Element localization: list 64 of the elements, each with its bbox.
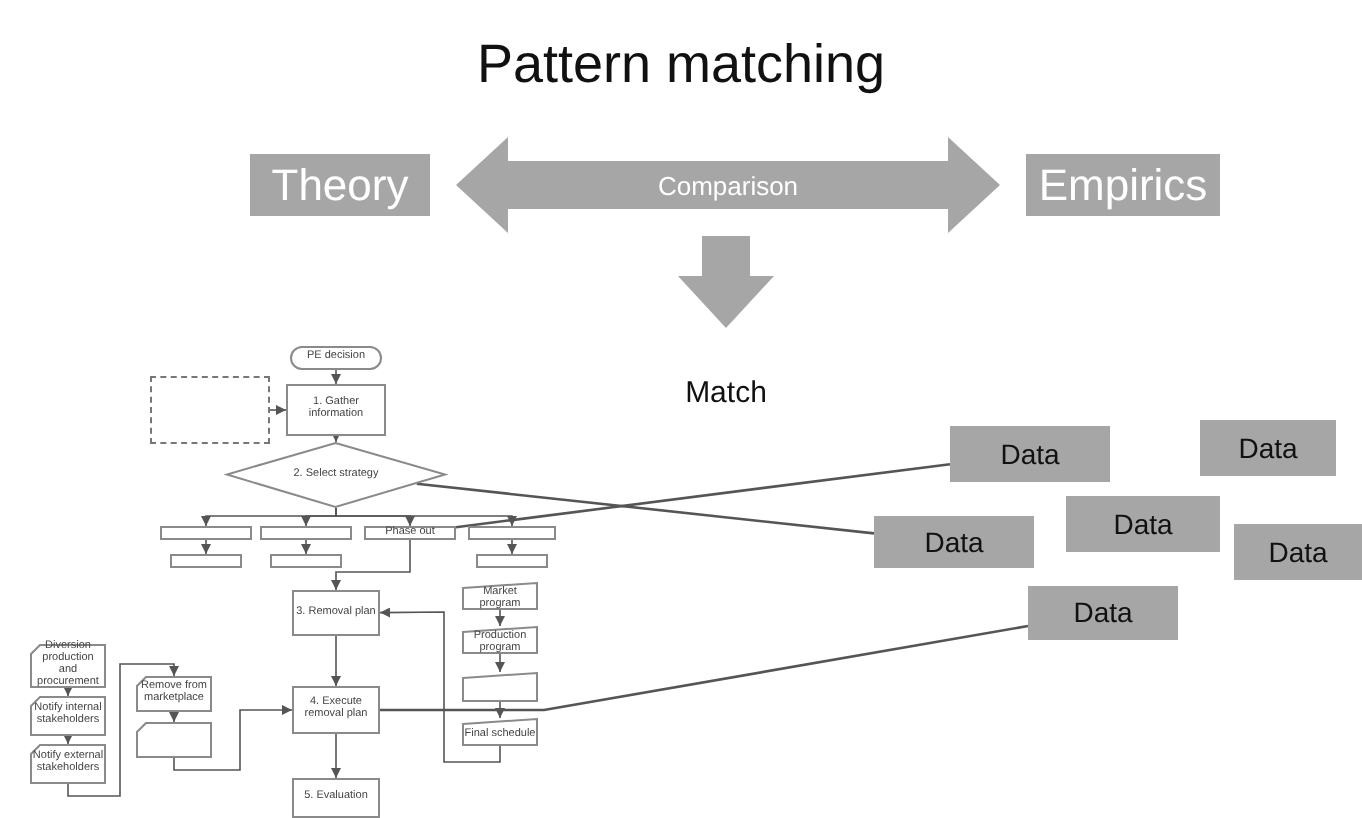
arrow — [495, 653, 505, 673]
data-box — [1066, 496, 1220, 552]
decision-diamond — [226, 442, 446, 508]
arrow — [331, 432, 341, 443]
data-box — [874, 516, 1034, 568]
option-box — [364, 526, 456, 540]
block-arrow — [678, 236, 774, 328]
arrow — [173, 705, 293, 771]
arrow — [331, 539, 411, 591]
arrow — [331, 733, 341, 779]
task-card — [136, 676, 212, 712]
empty-box — [160, 526, 252, 540]
arrow — [379, 607, 501, 763]
arrow — [331, 369, 341, 385]
empty-box — [468, 526, 556, 540]
data-box — [1200, 420, 1336, 476]
empty-box — [260, 526, 352, 540]
box-label: Data — [1238, 433, 1298, 463]
arrow — [201, 539, 211, 555]
empty-box — [270, 554, 342, 568]
arrow — [495, 609, 505, 627]
input-box — [462, 582, 538, 610]
data-box — [950, 426, 1110, 482]
arrow — [63, 734, 73, 745]
arrow — [331, 635, 341, 687]
process-box — [286, 384, 386, 436]
box-label: Data — [1113, 509, 1173, 539]
data-box — [1234, 524, 1362, 580]
double-block-arrow — [456, 137, 1000, 233]
box-label: Theory — [271, 161, 409, 209]
arrow — [507, 539, 517, 555]
empirics-box — [1026, 154, 1220, 216]
input-box — [462, 626, 538, 654]
empty-box — [136, 722, 212, 758]
arrow — [495, 701, 505, 719]
box-label: Data — [1000, 439, 1060, 469]
theory-box — [250, 154, 430, 216]
arrow — [269, 405, 287, 415]
terminal-box — [290, 346, 382, 370]
box-label: Data — [1073, 598, 1133, 628]
empty-box — [476, 554, 548, 568]
empty-box — [170, 554, 242, 568]
edge-label: Comparison — [657, 170, 799, 200]
connector-line — [416, 482, 875, 535]
title: Pattern matching — [474, 34, 888, 96]
box-label: Data — [924, 527, 984, 557]
connector-line — [455, 462, 951, 529]
task-card — [30, 744, 106, 784]
data-box — [1028, 586, 1178, 640]
arrow — [169, 711, 179, 723]
empty-box — [150, 376, 270, 444]
process-box — [292, 686, 380, 734]
task-card — [30, 696, 106, 736]
empty-box — [462, 672, 538, 702]
arrow — [63, 686, 73, 697]
process-box — [292, 590, 380, 636]
box-label: Data — [1268, 537, 1328, 567]
process-box — [292, 778, 380, 818]
input-box — [462, 718, 538, 746]
arrow — [67, 663, 179, 797]
connector-line — [380, 624, 1029, 712]
match-text: Match — [672, 372, 780, 412]
box-label: Empirics — [1038, 161, 1208, 209]
arrow — [301, 539, 311, 555]
